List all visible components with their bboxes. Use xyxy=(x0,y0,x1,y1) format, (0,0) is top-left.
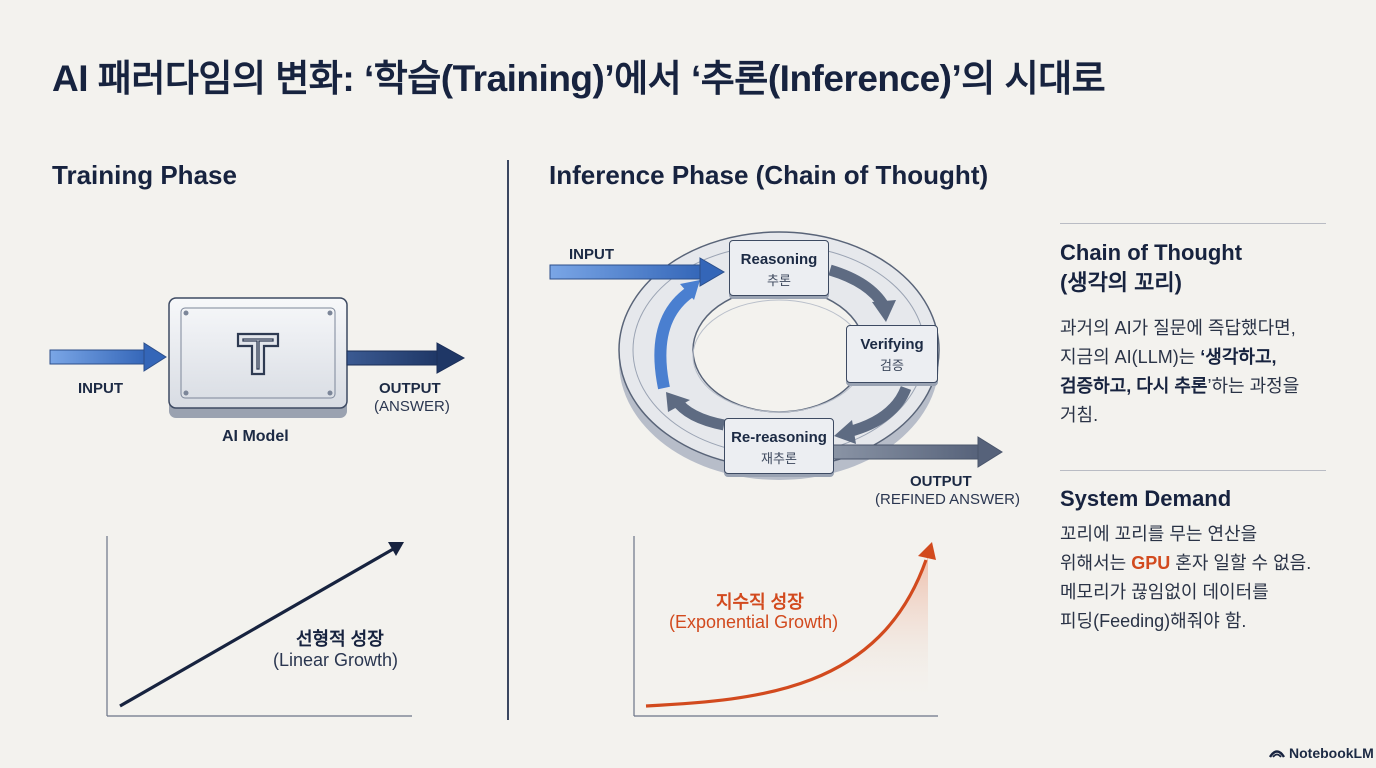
demand-line-4: 피딩(Feeding)해줘야 함. xyxy=(1060,611,1247,631)
cot-title: Chain of Thought (생각의 꼬리) xyxy=(1060,238,1242,298)
training-heading: Training Phase xyxy=(52,160,237,190)
ai-model-label: AI Model xyxy=(222,428,289,445)
inference-output-label: OUTPUT xyxy=(910,473,972,490)
demand-title: System Demand xyxy=(1060,486,1232,511)
cot-line-2a: 지금의 AI(LLM)는 xyxy=(1060,347,1201,367)
linear-growth-chart xyxy=(106,536,412,717)
cot-line-3b: ’하는 과정을 xyxy=(1207,376,1300,396)
linear-growth-label-ko: 선형적 성장 xyxy=(296,629,384,649)
cot-title-line-1: Chain of Thought xyxy=(1060,240,1243,265)
stage-re-reasoning-en: Re-reasoning xyxy=(731,429,827,446)
cot-line-4: 거침. xyxy=(1060,405,1099,425)
cot-line-3: 검증하고, 다시 추론’하는 과정을 xyxy=(1060,372,1360,401)
demand-line-2: 위해서는 GPU 혼자 일할 수 없음. xyxy=(1060,549,1360,578)
cycle-arrows xyxy=(654,264,912,444)
sidebar-rule-top xyxy=(1060,223,1326,224)
cot-title-line-2: (생각의 꼬리) xyxy=(1060,270,1182,295)
exponential-growth-chart xyxy=(633,536,938,717)
cot-line-2b: ‘생각하고, xyxy=(1200,347,1277,367)
training-output-label: OUTPUT xyxy=(379,380,441,397)
cot-line-2: 지금의 AI(LLM)는 ‘생각하고, xyxy=(1060,343,1360,372)
linear-growth-label-en: (Linear Growth) xyxy=(273,650,399,670)
section-divider xyxy=(507,160,509,720)
demand-line-2c: 혼자 일할 수 없음. xyxy=(1170,553,1312,573)
demand-body: 꼬리에 꼬리를 무는 연산을 위해서는 GPU 혼자 일할 수 없음. 메모리가… xyxy=(1060,520,1360,636)
stage-reasoning-en: Reasoning xyxy=(740,251,818,268)
cot-body: 과거의 AI가 질문에 즉답했다면, 지금의 AI(LLM)는 ‘생각하고, 검… xyxy=(1060,314,1360,430)
inference-input-arrow xyxy=(549,257,725,287)
training-input-label: INPUT xyxy=(78,380,123,397)
training-output-arrow xyxy=(346,342,466,374)
notebooklm-logo-icon xyxy=(1268,750,1286,758)
stage-verifying-en: Verifying xyxy=(860,336,924,353)
brand-label: NotebookLM xyxy=(1289,745,1374,761)
page-title: AI 패러다임의 변화: ‘학습(Training)’에서 ‘추론(Infere… xyxy=(52,58,1106,99)
demand-gpu-highlight: GPU xyxy=(1131,553,1171,573)
demand-line-3: 메모리가 끊임없이 데이터를 xyxy=(1060,582,1269,602)
training-output-sub: (ANSWER) xyxy=(374,398,450,415)
inference-output-sub: (REFINED ANSWER) xyxy=(875,491,1021,508)
cot-line-3a: 검증하고, 다시 추론 xyxy=(1060,376,1208,396)
exp-growth-label-ko: 지수직 성장 xyxy=(716,592,804,612)
ai-model-box xyxy=(168,297,348,418)
exp-growth-label-en: (Exponential Growth) xyxy=(669,612,839,632)
stage-reasoning: Reasoning 추론 xyxy=(729,240,829,296)
demand-line-2a: 위해서는 xyxy=(1060,553,1132,573)
stage-re-reasoning: Re-reasoning 재추론 xyxy=(724,418,834,474)
demand-line-1: 꼬리에 꼬리를 무는 연산을 xyxy=(1060,524,1258,544)
stage-verifying: Verifying 검증 xyxy=(846,325,938,383)
inference-heading: Inference Phase (Chain of Thought) xyxy=(549,160,989,190)
sidebar-rule-mid xyxy=(1060,470,1326,471)
training-input-arrow xyxy=(49,342,167,372)
stage-re-reasoning-ko: 재추론 xyxy=(761,451,797,466)
inference-input-label: INPUT xyxy=(569,246,614,263)
stage-verifying-ko: 검증 xyxy=(880,358,904,373)
cot-line-1: 과거의 AI가 질문에 즉답했다면, xyxy=(1060,318,1296,338)
stage-reasoning-ko: 추론 xyxy=(767,273,791,288)
